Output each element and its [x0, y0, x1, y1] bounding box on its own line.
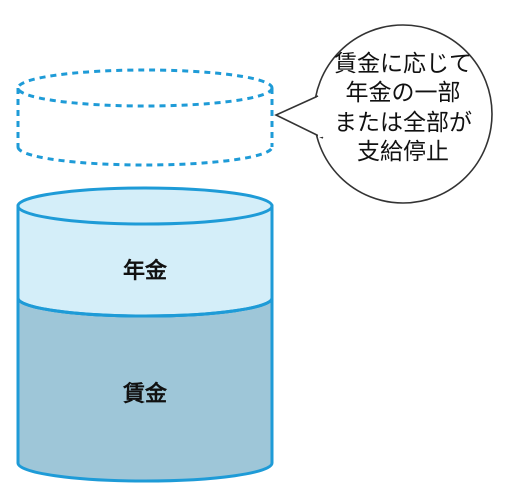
- callout-text: 賃金に応じて 年金の一部 または全部が 支給停止: [318, 50, 488, 168]
- callout-line-2: 年金の一部: [345, 80, 461, 107]
- cylinder-top: [16, 186, 274, 226]
- wage-label: 賃金: [122, 382, 167, 407]
- section-divider: [16, 297, 274, 318]
- pension-label: 年金: [122, 259, 167, 284]
- callout-pointer-joint: [317, 96, 322, 138]
- callout-bubble: [274, 24, 493, 204]
- stopped-pension-dashed-cylinder: [16, 68, 274, 167]
- callout-line-1: 賃金に応じて: [334, 51, 472, 77]
- dashed-cylinder-top: [16, 68, 274, 108]
- callout-pointer: [274, 95, 324, 139]
- callout-line-3: または全部が: [334, 109, 472, 136]
- dashed-cylinder-bottom: [16, 146, 274, 167]
- callout-line-4: 支給停止: [357, 139, 449, 166]
